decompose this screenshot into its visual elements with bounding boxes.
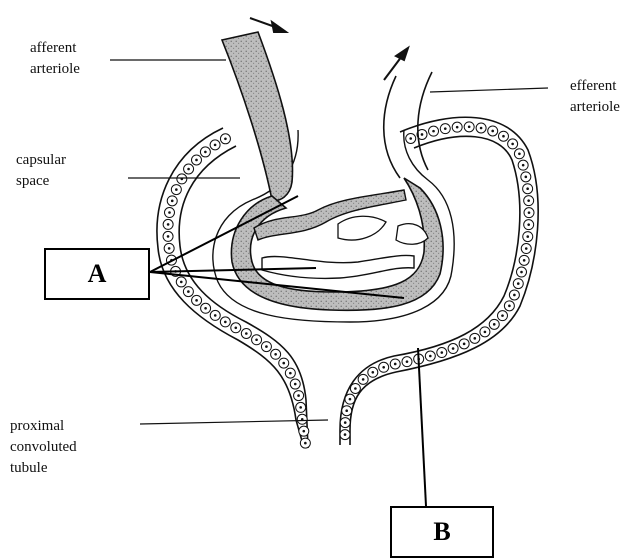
- cell-nucleus: [440, 351, 443, 354]
- cell-nucleus: [520, 271, 523, 274]
- cell-nucleus: [409, 137, 412, 140]
- b-pointer: [418, 348, 426, 506]
- cell-nucleus: [214, 144, 217, 147]
- cell-nucleus: [180, 281, 183, 284]
- cell-nucleus: [493, 323, 496, 326]
- cell-nucleus: [168, 247, 171, 250]
- cell-nucleus: [502, 135, 505, 138]
- cell-nucleus: [382, 366, 385, 369]
- efferent-arteriole-vessel: [384, 72, 432, 178]
- cell-nucleus: [187, 290, 190, 293]
- efferent-label-line-1: efferent: [570, 76, 620, 97]
- cell-nucleus: [167, 235, 170, 238]
- afferent-arteriole-vessel: [222, 32, 293, 200]
- cell-nucleus: [480, 127, 483, 130]
- cell-nucleus: [421, 133, 424, 136]
- cell-nucleus: [274, 353, 277, 356]
- cell-nucleus: [224, 321, 227, 324]
- cell-nucleus: [452, 347, 455, 350]
- efferent-arteriole-label: efferent arteriole: [570, 76, 620, 118]
- afferent-arrowhead: [272, 22, 286, 32]
- cell-nucleus: [204, 151, 207, 154]
- cell-nucleus: [168, 211, 171, 214]
- cell-nucleus: [204, 307, 207, 310]
- cell-nucleus: [282, 362, 285, 365]
- cell-nucleus: [171, 200, 174, 203]
- leader-lines: [110, 60, 548, 424]
- label-box-a: A: [44, 248, 150, 300]
- cell-nucleus: [463, 343, 466, 346]
- proximal-label-line-3: tubule: [10, 458, 77, 479]
- capsular-space-label: capsular space: [16, 150, 66, 192]
- cell-nucleus: [362, 378, 365, 381]
- cell-nucleus: [294, 383, 297, 386]
- cell-nucleus: [175, 188, 178, 191]
- proximal-label-line-2: convoluted: [10, 437, 77, 458]
- proximal-label-line-1: proximal: [10, 416, 77, 437]
- efferent-label-line-2: arteriole: [570, 97, 620, 118]
- capsular-label-line-2: space: [16, 171, 66, 192]
- cell-nucleus: [518, 152, 521, 155]
- cell-nucleus: [526, 235, 529, 238]
- cell-nucleus: [527, 199, 530, 202]
- cell-nucleus: [511, 143, 514, 146]
- cell-nucleus: [513, 294, 516, 297]
- cell-nucleus: [484, 331, 487, 334]
- capillary-loop-2: [262, 255, 414, 278]
- cell-nucleus: [468, 126, 471, 129]
- cell-nucleus: [302, 430, 305, 433]
- cell-nucleus: [429, 355, 432, 358]
- cell-nucleus: [526, 187, 529, 190]
- cell-nucleus: [344, 421, 347, 424]
- cell-nucleus: [195, 299, 198, 302]
- proximal-convoluted-tubule-label: proximal convoluted tubule: [10, 416, 77, 479]
- cell-nucleus: [473, 337, 476, 340]
- cell-nucleus: [187, 168, 190, 171]
- capsule-epithelial-cells: [163, 122, 534, 448]
- cell-nucleus: [255, 338, 258, 341]
- cell-nucleus: [517, 282, 520, 285]
- cell-nucleus: [444, 127, 447, 130]
- cell-nucleus: [354, 387, 357, 390]
- box-pointer-lines: [150, 196, 426, 506]
- cell-nucleus: [214, 314, 217, 317]
- cell-nucleus: [501, 314, 504, 317]
- cell-nucleus: [528, 211, 531, 214]
- cell-nucleus: [456, 126, 459, 129]
- cell-nucleus: [432, 130, 435, 133]
- cell-nucleus: [265, 345, 268, 348]
- cell-nucleus: [297, 394, 300, 397]
- cell-nucleus: [195, 159, 198, 162]
- capsular-label-line-1: capsular: [16, 150, 66, 171]
- efferent-leader: [430, 88, 548, 92]
- cell-nucleus: [167, 223, 170, 226]
- cell-nucleus: [245, 332, 248, 335]
- cell-nucleus: [527, 223, 530, 226]
- cell-nucleus: [349, 398, 352, 401]
- cell-nucleus: [304, 442, 307, 445]
- cell-nucleus: [224, 138, 227, 141]
- cell-nucleus: [491, 130, 494, 133]
- cell-nucleus: [344, 433, 347, 436]
- flow-arrows: [250, 18, 408, 80]
- cell-nucleus: [345, 409, 348, 412]
- cell-nucleus: [508, 305, 511, 308]
- cell-nucleus: [299, 406, 302, 409]
- afferent-label-line-2: arteriole: [30, 59, 80, 80]
- cell-nucleus: [372, 371, 375, 374]
- cell-nucleus: [522, 164, 525, 167]
- efferent-arrowhead: [396, 48, 408, 60]
- cell-nucleus: [523, 259, 526, 262]
- efferent-flow-arrow: [384, 56, 402, 80]
- cell-nucleus: [234, 326, 237, 329]
- cell-nucleus: [406, 360, 409, 363]
- cell-nucleus: [289, 372, 292, 375]
- cell-nucleus: [394, 363, 397, 366]
- capillary-loop-3: [338, 216, 386, 240]
- afferent-label-line-1: afferent: [30, 38, 80, 59]
- cell-nucleus: [525, 176, 528, 179]
- afferent-arteriole-label: afferent arteriole: [30, 38, 80, 80]
- label-box-b: B: [390, 506, 494, 558]
- cell-nucleus: [525, 247, 528, 250]
